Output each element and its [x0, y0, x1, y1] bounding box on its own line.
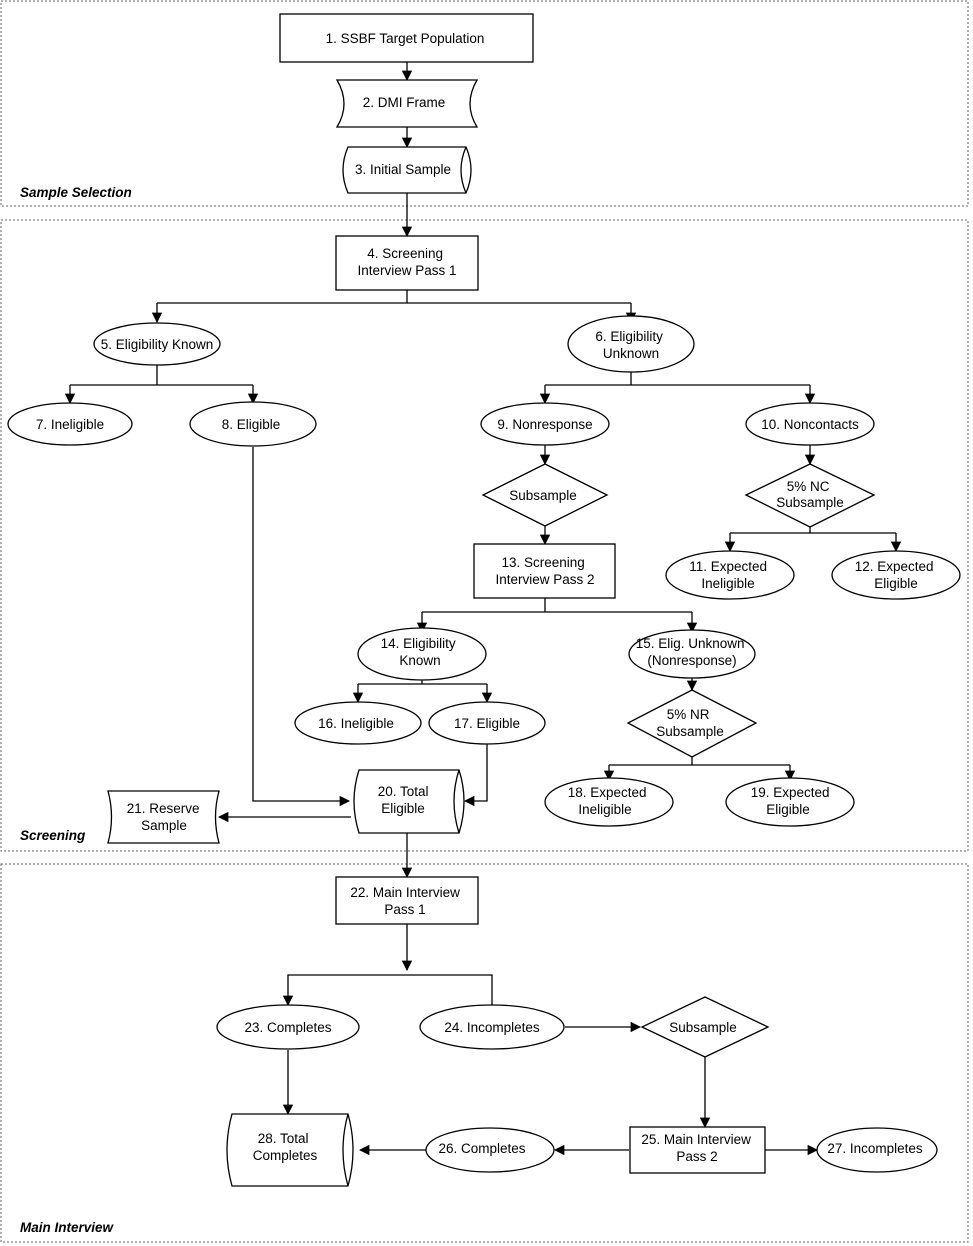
edge-13-bar	[422, 598, 692, 613]
node-13-shape	[473, 543, 616, 599]
nc-subsample-label: 5% NC Subsample	[776, 479, 844, 510]
edge-14-bar	[358, 680, 487, 685]
node-28-label: 28. Total Completes	[253, 1131, 318, 1163]
node-25-label: 25. Main Interview Pass 2	[641, 1132, 754, 1164]
node-14-shape	[357, 627, 487, 681]
node-24-shape	[419, 1004, 565, 1050]
node-6-shape	[567, 315, 695, 373]
node-13-label: 13. Screening Interview Pass 2	[495, 555, 594, 587]
edge-5-bar	[70, 365, 253, 386]
node-17-label: 17. Eligible	[454, 716, 520, 731]
node-3-label: 3. Initial Sample	[355, 162, 451, 177]
node-11-label: 11. Expected Ineligible	[689, 559, 771, 591]
node-23-shape	[216, 1004, 360, 1050]
node-5-label: 5. Eligibility Known	[101, 337, 214, 352]
node-18-label: 18. Expected Ineligible	[568, 785, 651, 817]
sample-selection-label: Sample Selection	[20, 185, 132, 200]
nc-subsample-shape	[744, 463, 876, 528]
edge-17-20	[463, 744, 488, 807]
node-27-shape	[816, 1127, 938, 1173]
node-16-label: 16. Ineligible	[318, 716, 394, 731]
node-3-curve	[460, 146, 467, 194]
node-24-label: 24. Incompletes	[444, 1020, 540, 1035]
node-2-shape	[335, 79, 479, 128]
nr-subsample-label: 5% NR Subsample	[656, 707, 724, 739]
node-23-label: 23. Completes	[244, 1020, 331, 1035]
edge-nr-bar	[609, 757, 790, 766]
node-14-label: 14. Eligibility Known	[381, 636, 460, 668]
node-2-label: 2. DMI Frame	[363, 95, 446, 110]
node-20-curve	[453, 769, 460, 834]
node-28-curve	[342, 1113, 349, 1187]
screening-section	[0, 219, 969, 852]
node-25-shape	[629, 1126, 766, 1174]
edge-nc-bar	[730, 527, 896, 534]
edge-22-bar	[282, 974, 493, 1007]
node-1-shape	[279, 13, 534, 63]
node-18-shape	[544, 777, 674, 827]
node-labels: 1. SSBF Target Population 2. DMI Frame 3…	[36, 31, 938, 1164]
node-7-shape	[7, 402, 133, 446]
connectors	[64, 62, 902, 1156]
node-22-shape	[335, 876, 479, 925]
node-15-shape	[628, 629, 756, 679]
node-10-shape	[745, 402, 875, 446]
node-shapes	[7, 13, 961, 1187]
node-5-shape	[93, 322, 221, 366]
subsample-2-label: Subsample	[669, 1020, 737, 1035]
node-4-label: 4. Screening Interview Pass 1	[357, 246, 456, 278]
subsample-2-shape	[640, 996, 770, 1058]
main-interview-section	[0, 863, 969, 1243]
edge-8-20	[252, 447, 351, 807]
node-26-label: 26. Completes	[438, 1141, 525, 1156]
main-interview-label: Main Interview	[20, 1220, 115, 1235]
node-9-shape	[480, 402, 610, 446]
node-9-label: 9. Nonresponse	[497, 417, 592, 432]
node-6-label: 6. Eligibility Unknown	[595, 329, 666, 361]
sample-selection-section	[0, 0, 969, 207]
node-17-shape	[428, 701, 546, 745]
node-12-shape	[831, 550, 961, 600]
node-1-label: 1. SSBF Target Population	[326, 31, 485, 46]
node-21-label: 21. Reserve Sample	[127, 801, 204, 833]
node-20-label: 20. Total Eligible	[378, 784, 433, 816]
node-19-label: 19. Expected Eligible	[751, 785, 834, 817]
node-22-label: 22. Main Interview Pass 1	[350, 885, 463, 917]
node-11-shape	[665, 550, 795, 600]
node-7-label: 7. Ineligible	[36, 417, 104, 432]
node-10-label: 10. Noncontacts	[761, 417, 859, 432]
nr-subsample-shape	[626, 689, 758, 758]
subsample-1-label: Subsample	[509, 488, 577, 503]
node-19-shape	[725, 777, 855, 827]
node-27-label: 27. Incompletes	[827, 1141, 923, 1156]
node-8-shape	[189, 401, 317, 447]
node-12-label: 12. Expected Eligible	[855, 559, 938, 591]
node-16-shape	[294, 701, 422, 745]
node-15-label: 15. Elig. Unknown (Nonresponse)	[636, 636, 749, 668]
subsample-1-shape	[481, 463, 609, 527]
edge-6-bar	[545, 372, 810, 386]
screening-label: Screening	[20, 828, 86, 843]
node-26-shape	[425, 1127, 555, 1173]
node-21-shape	[107, 790, 220, 844]
node-8-label: 8. Eligible	[222, 417, 281, 432]
node-4-shape	[335, 235, 479, 291]
